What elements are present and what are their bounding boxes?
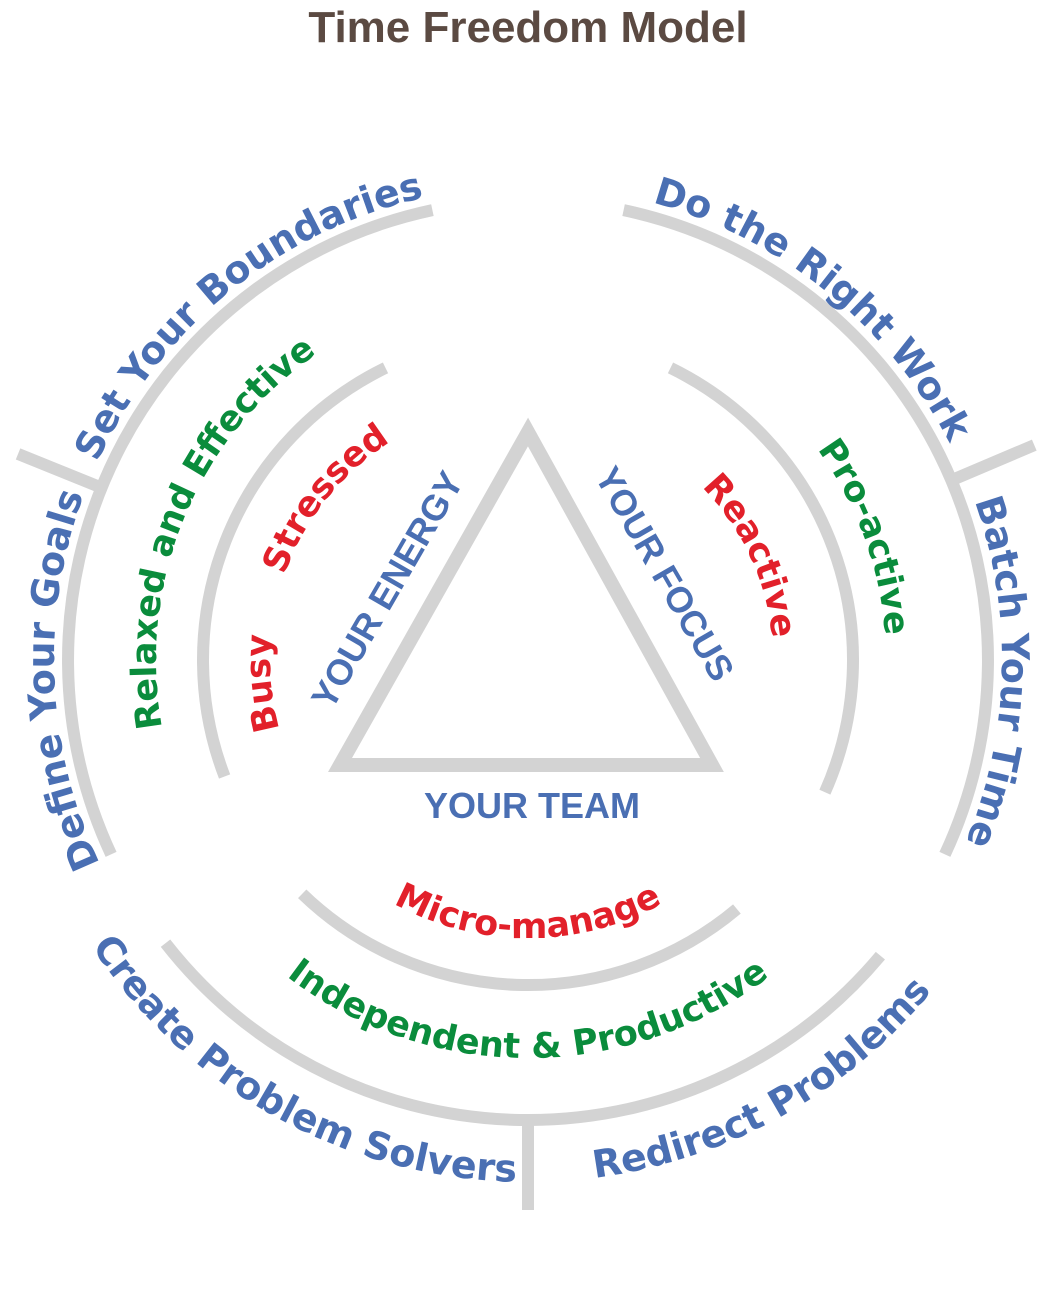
busy-label: Busy [239, 633, 288, 736]
outer-arc-bottom [160, 939, 885, 1126]
micromanage-label: Micro-manage [389, 876, 666, 947]
your-team-label: YOUR TEAM [424, 785, 640, 826]
independent-productive-label: Independent & Productive [281, 951, 775, 1067]
outer-arc-right [622, 204, 994, 857]
divider-right [947, 439, 1037, 487]
inner-arc-bottom [298, 889, 741, 992]
core-triangle [328, 417, 724, 772]
inner-arc-right [667, 362, 859, 795]
divider-left [15, 448, 106, 494]
redirect-problems-label: Redirect Problems [589, 968, 938, 1187]
inner-arc-left [197, 362, 389, 779]
outer-arc-left [62, 204, 434, 857]
right-work-label: Do the Right Work [650, 169, 981, 448]
stressed-label: Stressed [255, 416, 395, 578]
diagram-title: Time Freedom Model [308, 3, 747, 52]
ring-arcs [15, 204, 1037, 1210]
